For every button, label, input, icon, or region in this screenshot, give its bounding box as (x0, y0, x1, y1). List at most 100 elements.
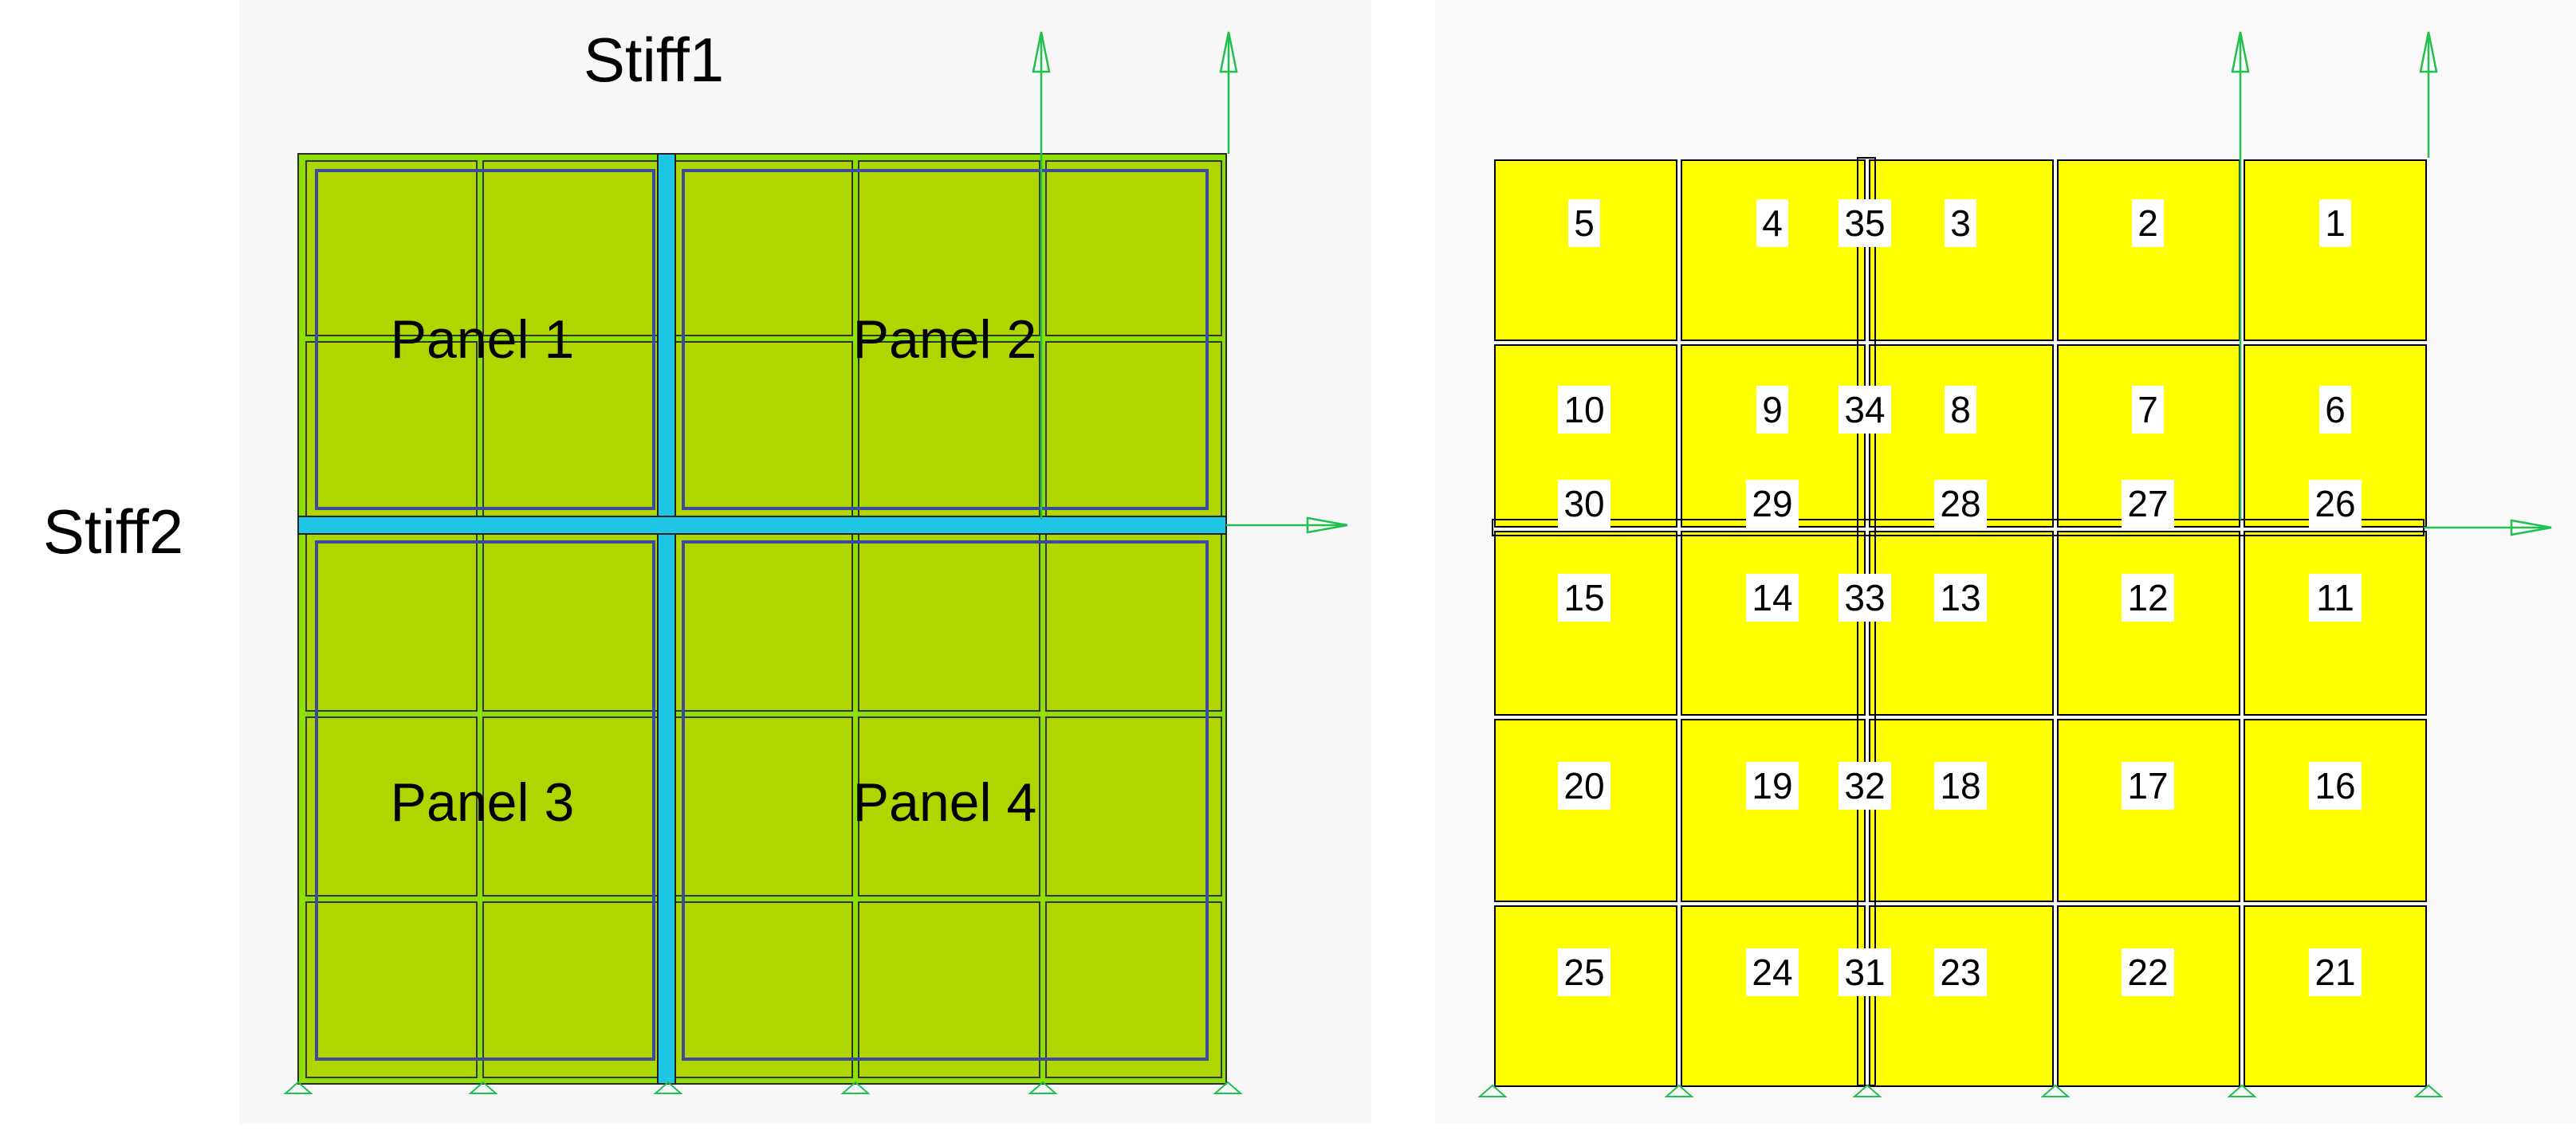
mesh-element (2057, 531, 2240, 716)
stiffener-vertical (657, 153, 676, 1085)
element-number: 24 (1752, 952, 1792, 993)
panel-1-outline (315, 169, 655, 510)
element-label-box (2122, 574, 2174, 622)
panel-4-label: Panel 4 (853, 772, 1037, 833)
element-number: 3 (1950, 202, 1971, 244)
element-number: 11 (2316, 577, 2354, 618)
element-number: 4 (1762, 202, 1783, 244)
plate-element (482, 716, 664, 897)
axis-arrow-right-icon (1306, 516, 1348, 534)
element-label-box (1746, 480, 1799, 528)
mesh-element (2057, 719, 2240, 902)
support-triangle-icon (1664, 1084, 1694, 1097)
element-label-box (1945, 199, 1976, 247)
mesh-element (2244, 719, 2427, 902)
plate-element (858, 528, 1040, 712)
element-number: 33 (1844, 577, 1885, 618)
plate-element (858, 160, 1040, 336)
element-label-box (1558, 574, 1610, 622)
element-label-box (1746, 574, 1799, 622)
support-triangle-icon (1028, 1081, 1058, 1094)
support-triangle-icon (1852, 1084, 1882, 1097)
stiff2-label: Stiff2 (43, 496, 183, 567)
support-triangle-icon (653, 1081, 683, 1094)
left-mesh-cells (305, 160, 1222, 1078)
element-number: 32 (1844, 765, 1885, 807)
mesh-element (1869, 159, 2054, 341)
element-number: 15 (1563, 577, 1604, 618)
element-label-box (1568, 199, 1600, 247)
plate-element (305, 716, 478, 897)
element-label-box (2122, 480, 2174, 528)
element-number: 18 (1940, 765, 1980, 807)
plate-element (1045, 901, 1222, 1078)
element-number: 2 (2137, 202, 2158, 244)
plate-element (1045, 341, 1222, 524)
mesh-element (1681, 159, 1866, 341)
plate-element (858, 901, 1040, 1078)
plate-element (858, 341, 1040, 524)
support-triangle-icon (2227, 1084, 2257, 1097)
left-model: Panel 1 Panel 2 Panel 3 Panel 4 Stiff1 S… (43, 0, 1371, 1124)
element-number: 17 (2127, 765, 2168, 807)
element-number: 23 (1940, 952, 1980, 993)
element-number: 21 (2314, 952, 2355, 993)
element-number: 27 (2127, 483, 2168, 524)
element-number: 1 (2325, 202, 2346, 244)
element-number: 8 (1950, 389, 1971, 430)
element-label-box (2122, 762, 2174, 810)
plate-element (305, 901, 478, 1078)
element-number: 6 (2325, 389, 2346, 430)
element-number: 31 (1844, 952, 1885, 993)
plate-element (305, 528, 478, 712)
element-label-box (1934, 762, 1987, 810)
element-number: 19 (1752, 765, 1792, 807)
element-label-box (1839, 386, 1891, 434)
mesh-element (1869, 531, 2054, 716)
panel-3-outline (315, 540, 655, 1061)
element-label-box (1839, 199, 1891, 247)
plate-element (669, 716, 853, 897)
plate-element (305, 160, 478, 336)
element-label-box (1558, 480, 1610, 528)
element-number: 34 (1844, 389, 1885, 430)
plate-element (482, 160, 664, 336)
right-mesh-cells (1494, 159, 2427, 1087)
plate-element (1045, 716, 1222, 897)
element-number: 35 (1844, 202, 1885, 244)
plate-element (482, 901, 664, 1078)
support-triangle-icon (468, 1081, 498, 1094)
mesh-element (1681, 719, 1866, 902)
stiff1-label: Stiff1 (584, 25, 724, 95)
axis-arrow-up-icon (1219, 31, 1238, 73)
element-number: 22 (2127, 952, 2168, 993)
element-label-box (1558, 948, 1610, 996)
plate-element (482, 528, 664, 712)
plate-element (1045, 528, 1222, 712)
element-label-box (1934, 574, 1987, 622)
support-triangle-icon (1213, 1081, 1243, 1094)
element-label-box (1839, 948, 1891, 996)
mesh-element (2057, 159, 2240, 341)
element-number: 30 (1563, 483, 1604, 524)
left-axes (1032, 31, 1348, 534)
axis-arrow-up-icon (1032, 31, 1051, 73)
plate-element (669, 901, 853, 1078)
mesh-element (1494, 531, 1677, 716)
mesh-element (2244, 531, 2427, 716)
element-number: 7 (2137, 389, 2158, 430)
mesh-element (1869, 719, 2054, 902)
element-label-box (2132, 199, 2164, 247)
support-triangle-icon (283, 1081, 313, 1094)
axis-arrow-up-icon (2231, 31, 2250, 73)
element-number: 20 (1563, 765, 1604, 807)
support-triangle-icon (1477, 1084, 1508, 1097)
element-label-box (2309, 762, 2362, 810)
left-supports (283, 1081, 1243, 1094)
element-label-box (1934, 480, 1987, 528)
element-number: 12 (2127, 577, 2168, 618)
element-label-box (2319, 386, 2351, 434)
